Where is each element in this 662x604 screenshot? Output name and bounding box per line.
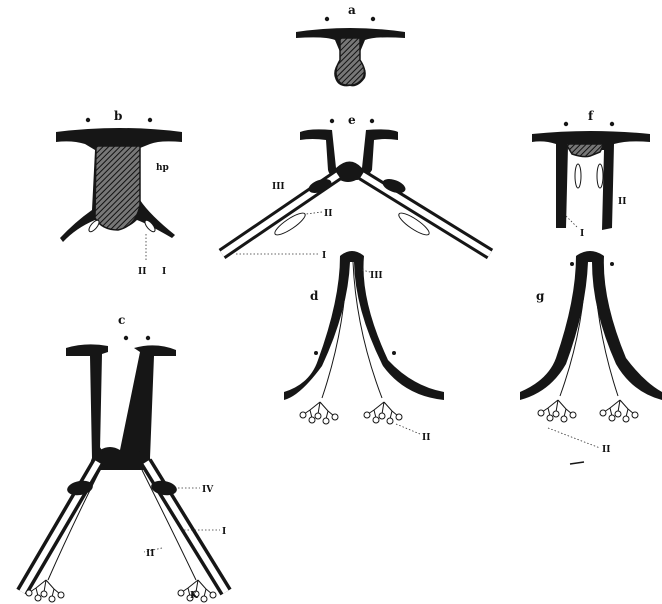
label-g-II: II	[602, 445, 610, 455]
figure-c: c IV I II K	[22, 313, 226, 602]
label-e-III: III	[272, 182, 285, 192]
label-e-II: II	[324, 209, 332, 219]
label-c-IV: IV	[202, 485, 214, 495]
label-b: b	[114, 109, 122, 123]
figure-b: b hp II I	[56, 109, 182, 277]
label-g: g	[536, 289, 545, 303]
label-c-I: I	[222, 527, 226, 537]
label-f: f	[588, 109, 594, 123]
label-d: d	[310, 289, 319, 303]
label-f-I: I	[580, 229, 584, 239]
label-c-II: II	[146, 549, 154, 559]
figure-a: a	[296, 3, 405, 86]
label-e: e	[348, 113, 356, 127]
label-c-K: K	[190, 591, 199, 601]
label-d-II: II	[422, 433, 430, 443]
figure-e: e III II I	[222, 113, 490, 261]
label-d-III: III	[370, 271, 383, 281]
label-e-I: I	[322, 251, 326, 261]
label-a: a	[348, 3, 356, 17]
label-f-II: II	[618, 197, 626, 207]
figure-f: f II I	[532, 109, 650, 239]
label-c: c	[118, 313, 125, 327]
label-b-II: II	[138, 267, 146, 277]
label-b-I: I	[162, 267, 166, 277]
label-hp: hp	[156, 163, 169, 173]
figure-g: g II	[520, 251, 662, 464]
figure-d: d III II	[284, 251, 444, 443]
